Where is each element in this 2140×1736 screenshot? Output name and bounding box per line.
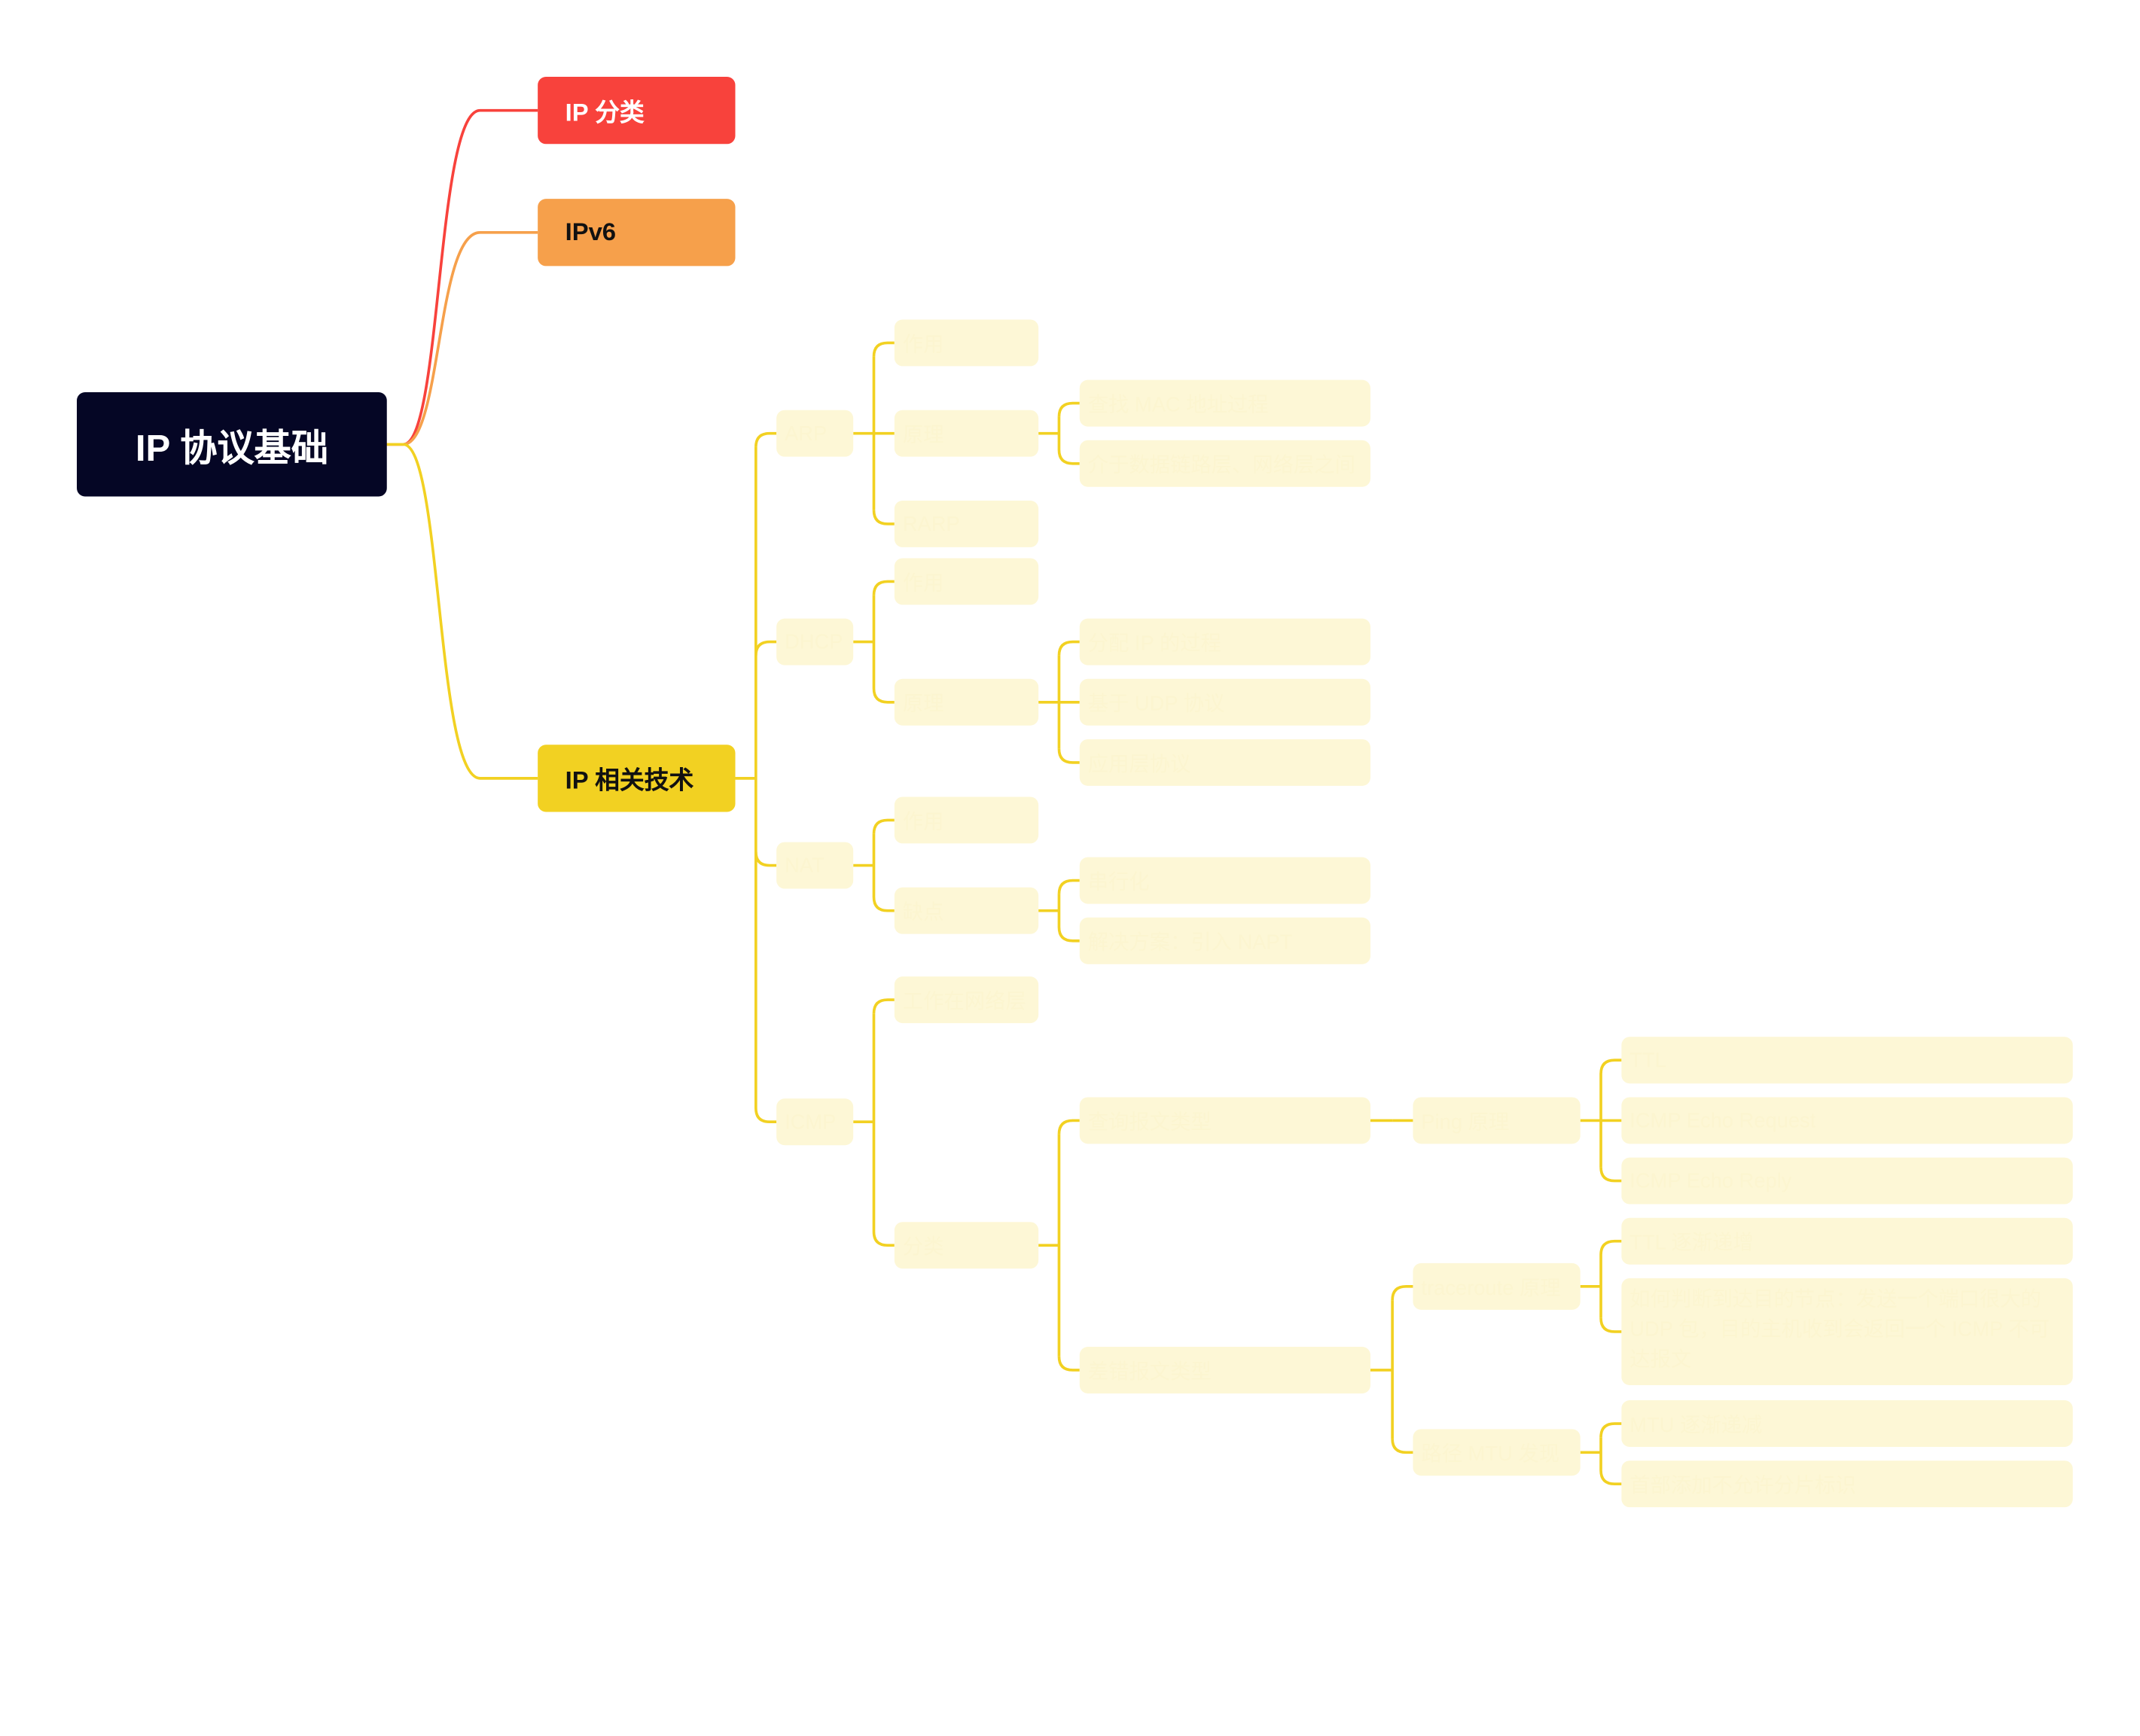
node-path-mtu[interactable]: 路径 MTU 发现: [1413, 1429, 1581, 1476]
root-node[interactable]: IP 协议基础: [77, 392, 387, 497]
node-nat-role[interactable]: 作用: [894, 796, 1039, 844]
connector-branch: [872, 341, 895, 357]
connector-branch: [1057, 449, 1080, 465]
connector-branch: [1057, 927, 1080, 943]
node-mtu-item[interactable]: MTU 逐渐递减: [1621, 1400, 2073, 1447]
node-dhcp-principle[interactable]: 原理: [894, 678, 1039, 726]
node-icmp[interactable]: ICMP: [776, 1098, 854, 1146]
connector-branch: [1599, 1239, 1622, 1256]
node-dhcp-principle-item[interactable]: 分配 IP 的过程: [1079, 618, 1370, 665]
node-mtu-item[interactable]: 首部添加不允许分片标识: [1621, 1460, 2073, 1508]
connector-branch: [872, 1231, 895, 1247]
node-arp-principle-item[interactable]: 查找 MAC 地址过程: [1079, 379, 1370, 427]
node-icmp-category[interactable]: 分类: [894, 1222, 1039, 1269]
root-connector: [386, 443, 538, 780]
node-dhcp[interactable]: DHCP: [776, 618, 854, 665]
node-arp-principle[interactable]: 原理: [894, 410, 1039, 457]
node-nat-drawback-item[interactable]: 串行化: [1079, 857, 1370, 904]
node-traceroute-item[interactable]: 如何判断到达目的节点：发送一个端口很大的 UDP 包，目的主机收到会返回一个 I…: [1621, 1278, 2073, 1386]
node-arp-role[interactable]: 作用: [894, 319, 1039, 367]
node-nat[interactable]: NAT: [776, 842, 854, 889]
connector-branch: [1057, 640, 1080, 656]
node-error-type[interactable]: 差错报文类型: [1079, 1347, 1370, 1393]
connector-branch: [1599, 1058, 1622, 1074]
root-connector: [386, 230, 538, 446]
node-icmp-layer[interactable]: 工作在网络层: [894, 976, 1039, 1024]
node-traceroute-item[interactable]: TTL 逐渐递增: [1621, 1217, 2073, 1265]
node-dhcp-principle-item[interactable]: 基于 UDP 协议: [1079, 678, 1370, 726]
connector-branch: [1057, 1356, 1080, 1372]
connector-branch: [1391, 1285, 1413, 1301]
connector-branch: [754, 640, 777, 656]
node-ping-item[interactable]: ICMP Echo Reply: [1621, 1157, 2073, 1205]
node-ping-item[interactable]: TTL: [1621, 1037, 2073, 1084]
connector-branch: [1599, 1167, 1622, 1183]
node-ping-principle[interactable]: Ping 原理: [1413, 1097, 1581, 1144]
connector-branch: [754, 431, 777, 447]
connector-branch: [1057, 879, 1080, 894]
connector-branch: [1599, 1422, 1622, 1438]
root-connector: [386, 108, 538, 446]
connector-branch: [1057, 1119, 1080, 1134]
branch-ip-classes[interactable]: IP 分类: [538, 77, 736, 145]
node-arp-principle-item[interactable]: 介于数据链路层、网络层之间: [1079, 440, 1370, 487]
node-nat-drawback[interactable]: 缺点: [894, 887, 1039, 934]
connector-branch: [1599, 1317, 1622, 1333]
connector-branch: [872, 998, 895, 1014]
connector-branch: [872, 688, 895, 704]
node-dhcp-principle-item[interactable]: 应用层协议: [1079, 739, 1370, 786]
connector-branch: [754, 851, 777, 867]
connector-branch: [754, 1107, 777, 1124]
node-ping-item[interactable]: ICMP Echo Request: [1621, 1097, 2073, 1144]
node-arp[interactable]: ARP: [776, 410, 854, 457]
node-query-type[interactable]: 查询报文类型: [1079, 1097, 1370, 1144]
connector-branch: [872, 897, 895, 912]
connector-branch: [872, 580, 895, 595]
connector-branch: [1057, 748, 1080, 764]
branch-ipv6[interactable]: IPv6: [538, 199, 736, 266]
connector-branch: [1391, 1438, 1413, 1454]
node-traceroute-principle[interactable]: traceroute 原理: [1413, 1262, 1581, 1310]
connector-branch: [872, 818, 895, 834]
connector-branch: [1057, 401, 1080, 417]
node-nat-drawback-item[interactable]: 解决方案：引入 NAPT: [1079, 917, 1370, 964]
connector-branch: [1599, 1470, 1622, 1486]
branch-related-tech[interactable]: IP 相关技术: [538, 745, 736, 812]
node-dhcp-role[interactable]: 作用: [894, 558, 1039, 605]
connector-branch: [872, 510, 895, 525]
node-rarp[interactable]: RARP: [894, 500, 1039, 547]
